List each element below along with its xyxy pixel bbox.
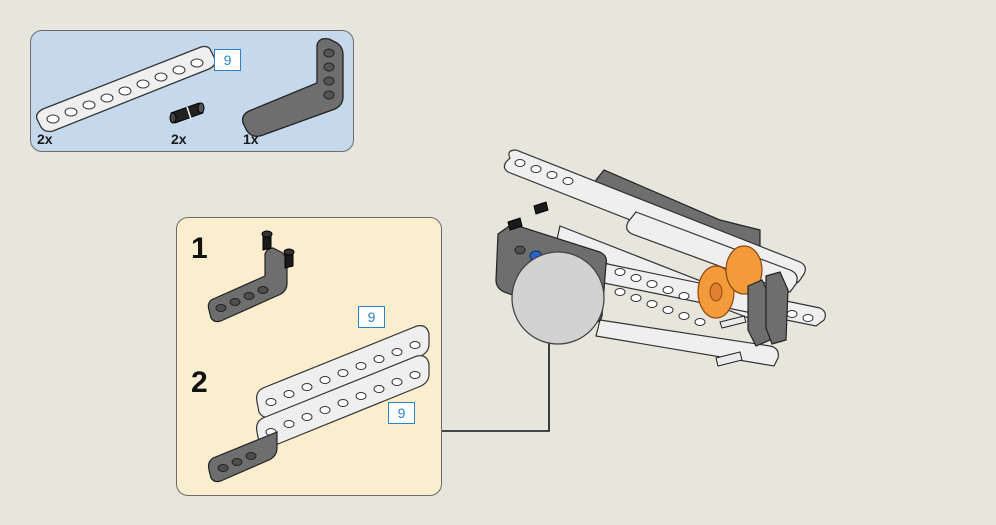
black-pin	[169, 102, 205, 124]
main-black-pins	[507, 201, 549, 231]
part-qty-l-beam: 1x	[243, 131, 259, 147]
light-gray-beam-9	[35, 45, 217, 133]
substep-2-assembly	[207, 325, 430, 483]
part-qty-beam: 2x	[37, 131, 53, 147]
substep-art	[207, 230, 430, 483]
parts-list-panel: 9 2x 2x 1x	[30, 30, 354, 152]
substep-number-1: 1	[191, 232, 208, 265]
orange-gear-icon	[697, 245, 763, 319]
dark-gray-l-beam	[241, 37, 344, 137]
substep-number-2: 2	[191, 366, 208, 399]
substep-1-assembly	[207, 230, 295, 323]
round-disc	[511, 251, 605, 345]
substep-panel: 1 2 9 9	[176, 217, 442, 496]
axle-icon	[715, 315, 747, 367]
substep-length-tag-upper: 9	[358, 306, 385, 328]
substep-length-tag-lower: 9	[388, 402, 415, 424]
part-qty-pin: 2x	[171, 131, 187, 147]
parts-length-tag: 9	[214, 49, 241, 71]
parts-list-art	[35, 37, 344, 137]
